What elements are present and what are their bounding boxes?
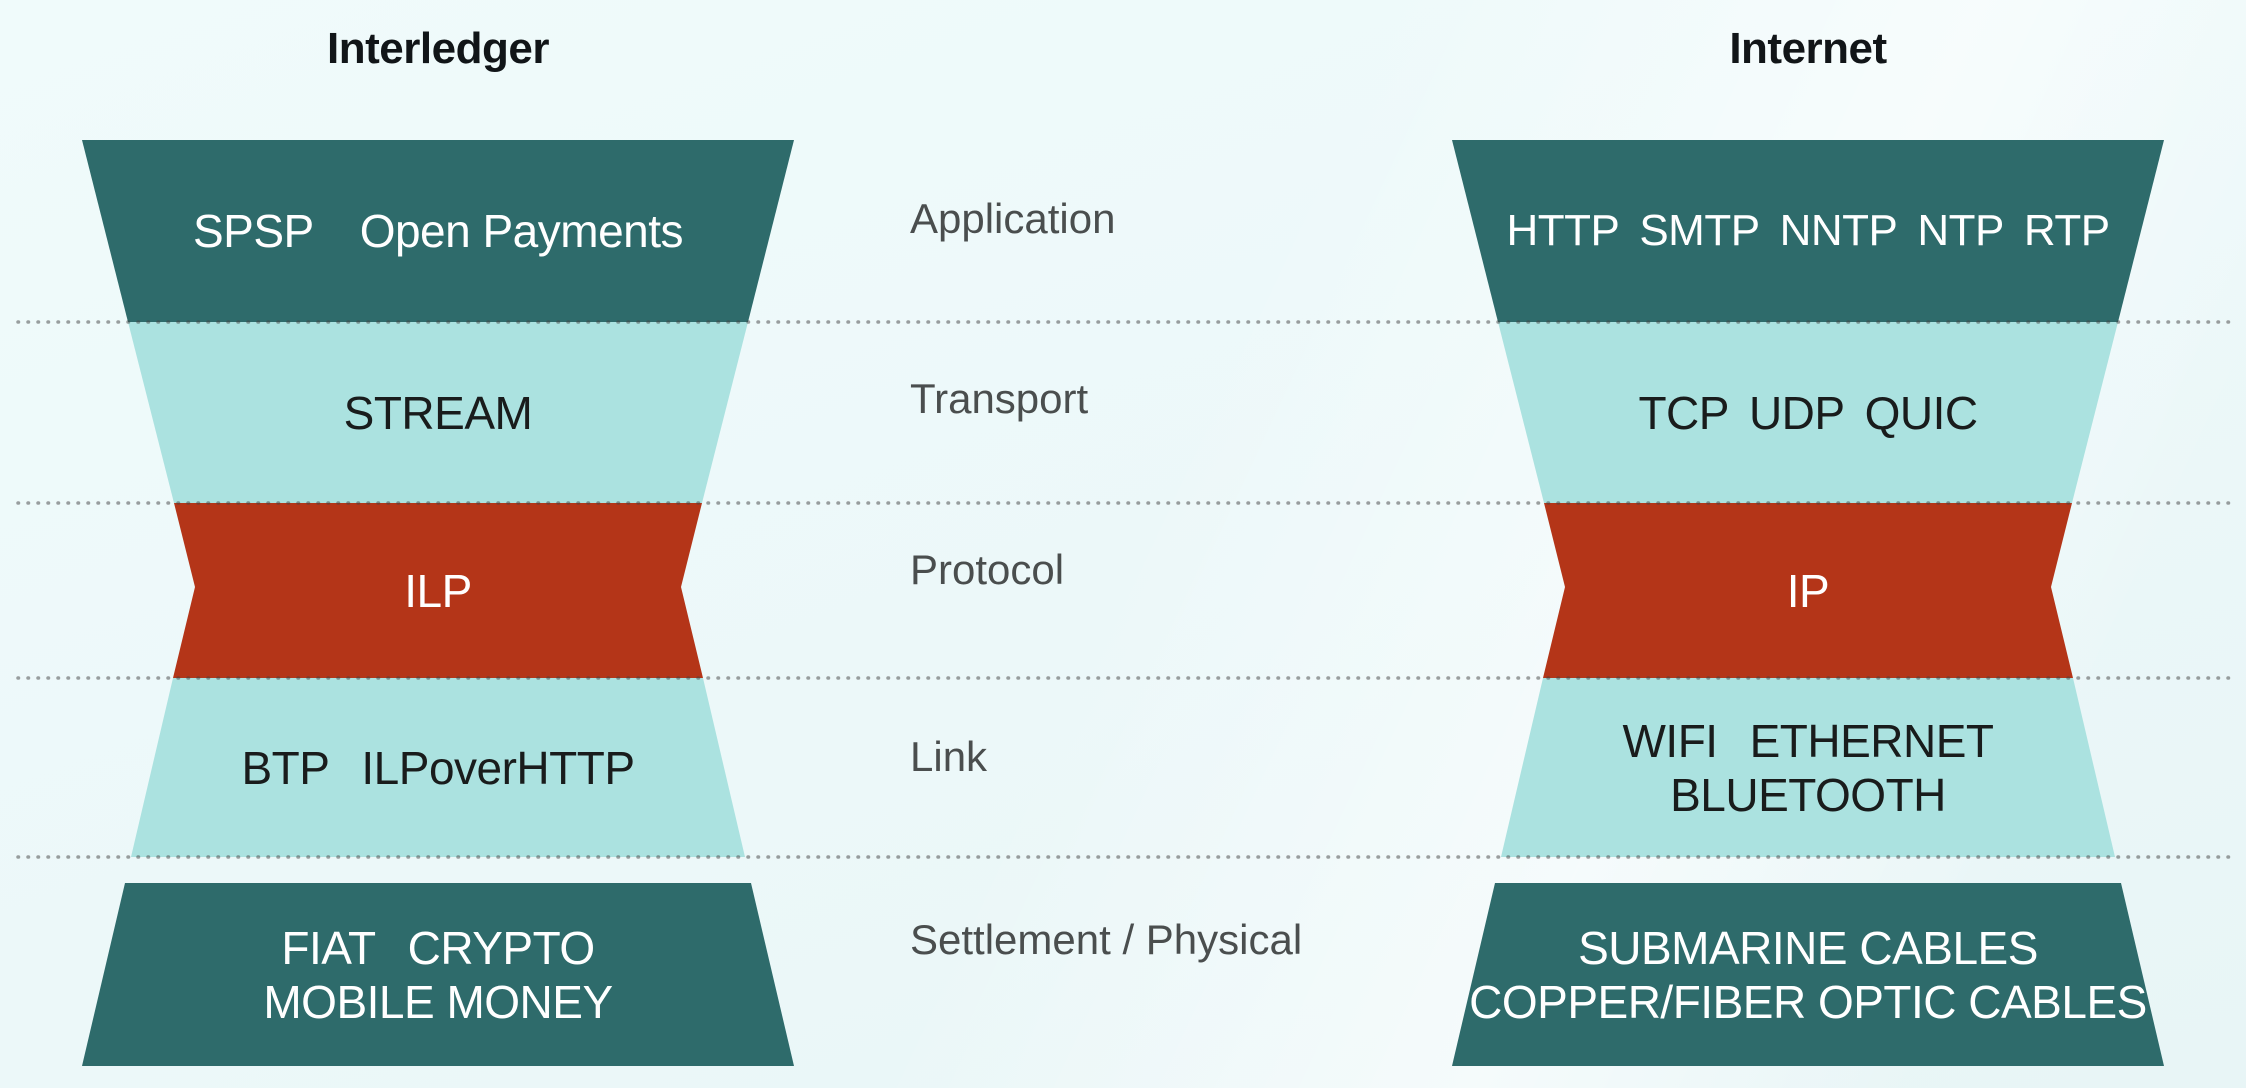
left-stack-title: Interledger <box>327 24 549 73</box>
left-link-shape <box>131 678 745 857</box>
right-application-shape <box>1452 140 2164 322</box>
layer-item: RTP <box>2023 206 2110 255</box>
right-protocol-shape <box>1543 503 2073 678</box>
layer-item: COPPER/FIBER OPTIC CABLES <box>1469 975 2147 1028</box>
layer-line: WIFI ETHERNET <box>1623 714 1994 768</box>
layer-item: SUBMARINE CABLES <box>1578 921 2038 974</box>
layer-item: HTTP <box>1506 206 1620 255</box>
layer-item: SMTP <box>1639 206 1760 255</box>
left-application-layer: SPSP Open Payments <box>82 140 794 322</box>
right-transport-shape <box>1498 322 2118 503</box>
layer-line: HTTP SMTP NNTP NTP RTP <box>1506 204 2110 258</box>
layer-item: WIFI <box>1622 714 1719 767</box>
layer-label-application: Application <box>910 195 1116 242</box>
layer-item: SPSP <box>192 205 314 257</box>
layer-item: FIAT <box>281 921 376 974</box>
right-settlement-layer: SUBMARINE CABLES COPPER/FIBER OPTIC CABL… <box>1452 883 2164 1066</box>
left-link-layer: BTP ILPoverHTTP <box>173 678 703 857</box>
left-application-shape <box>82 140 794 322</box>
layer-line: SPSP Open Payments <box>192 204 684 258</box>
layer-line: FIAT CRYPTO <box>281 921 596 975</box>
layer-line: SUBMARINE CABLES <box>1578 921 2038 975</box>
left-settlement-shape <box>82 883 794 1066</box>
layer-item: QUIC <box>1864 386 1979 439</box>
left-settlement-layer: FIAT CRYPTO MOBILE MONEY <box>82 883 794 1066</box>
layer-item: BLUETOOTH <box>1670 768 1946 821</box>
left-protocol-shape <box>173 503 703 678</box>
left-transport-shape <box>128 322 748 503</box>
left-protocol-layer: ILP <box>174 503 702 678</box>
right-stack-title: Internet <box>1729 24 1887 73</box>
layer-item: ILPoverHTTP <box>361 741 635 794</box>
layer-label-settlement-physical: Settlement / Physical <box>910 916 1303 963</box>
layer-line: STREAM <box>344 386 533 440</box>
right-transport-layer: TCP UDP QUIC <box>1498 322 2118 503</box>
right-settlement-shape <box>1452 883 2164 1066</box>
layer-item: STREAM <box>343 386 533 439</box>
layer-line: MOBILE MONEY <box>263 975 613 1029</box>
layer-label-protocol: Protocol <box>910 546 1065 593</box>
layer-item: MOBILE MONEY <box>263 975 613 1028</box>
layer-item: Open Payments <box>359 205 684 257</box>
layer-label-link: Link <box>910 733 988 780</box>
layer-line: COPPER/FIBER OPTIC CABLES <box>1469 975 2147 1029</box>
left-transport-layer: STREAM <box>128 322 748 503</box>
layer-item: TCP <box>1638 386 1729 439</box>
layer-item: BTP <box>241 741 330 794</box>
right-link-shape <box>1501 678 2115 857</box>
right-protocol-layer: IP <box>1544 503 2072 678</box>
layer-line: BLUETOOTH <box>1670 768 1946 822</box>
layer-item: CRYPTO <box>407 921 596 974</box>
layer-item: NNTP <box>1779 206 1898 255</box>
layer-item: ILP <box>404 564 472 617</box>
layer-item: NTP <box>1917 206 2004 255</box>
layer-line: IP <box>1786 564 1830 618</box>
layer-line: ILP <box>404 564 472 618</box>
layer-line: TCP UDP QUIC <box>1638 386 1979 440</box>
layer-item: ETHERNET <box>1749 714 1994 767</box>
right-application-layer: HTTP SMTP NNTP NTP RTP <box>1452 140 2164 322</box>
layer-item: IP <box>1786 564 1830 617</box>
right-link-layer: WIFI ETHERNET BLUETOOTH <box>1543 678 2073 857</box>
layer-item: UDP <box>1748 386 1845 439</box>
layer-label-transport: Transport <box>910 375 1089 422</box>
layer-line: BTP ILPoverHTTP <box>241 741 635 795</box>
